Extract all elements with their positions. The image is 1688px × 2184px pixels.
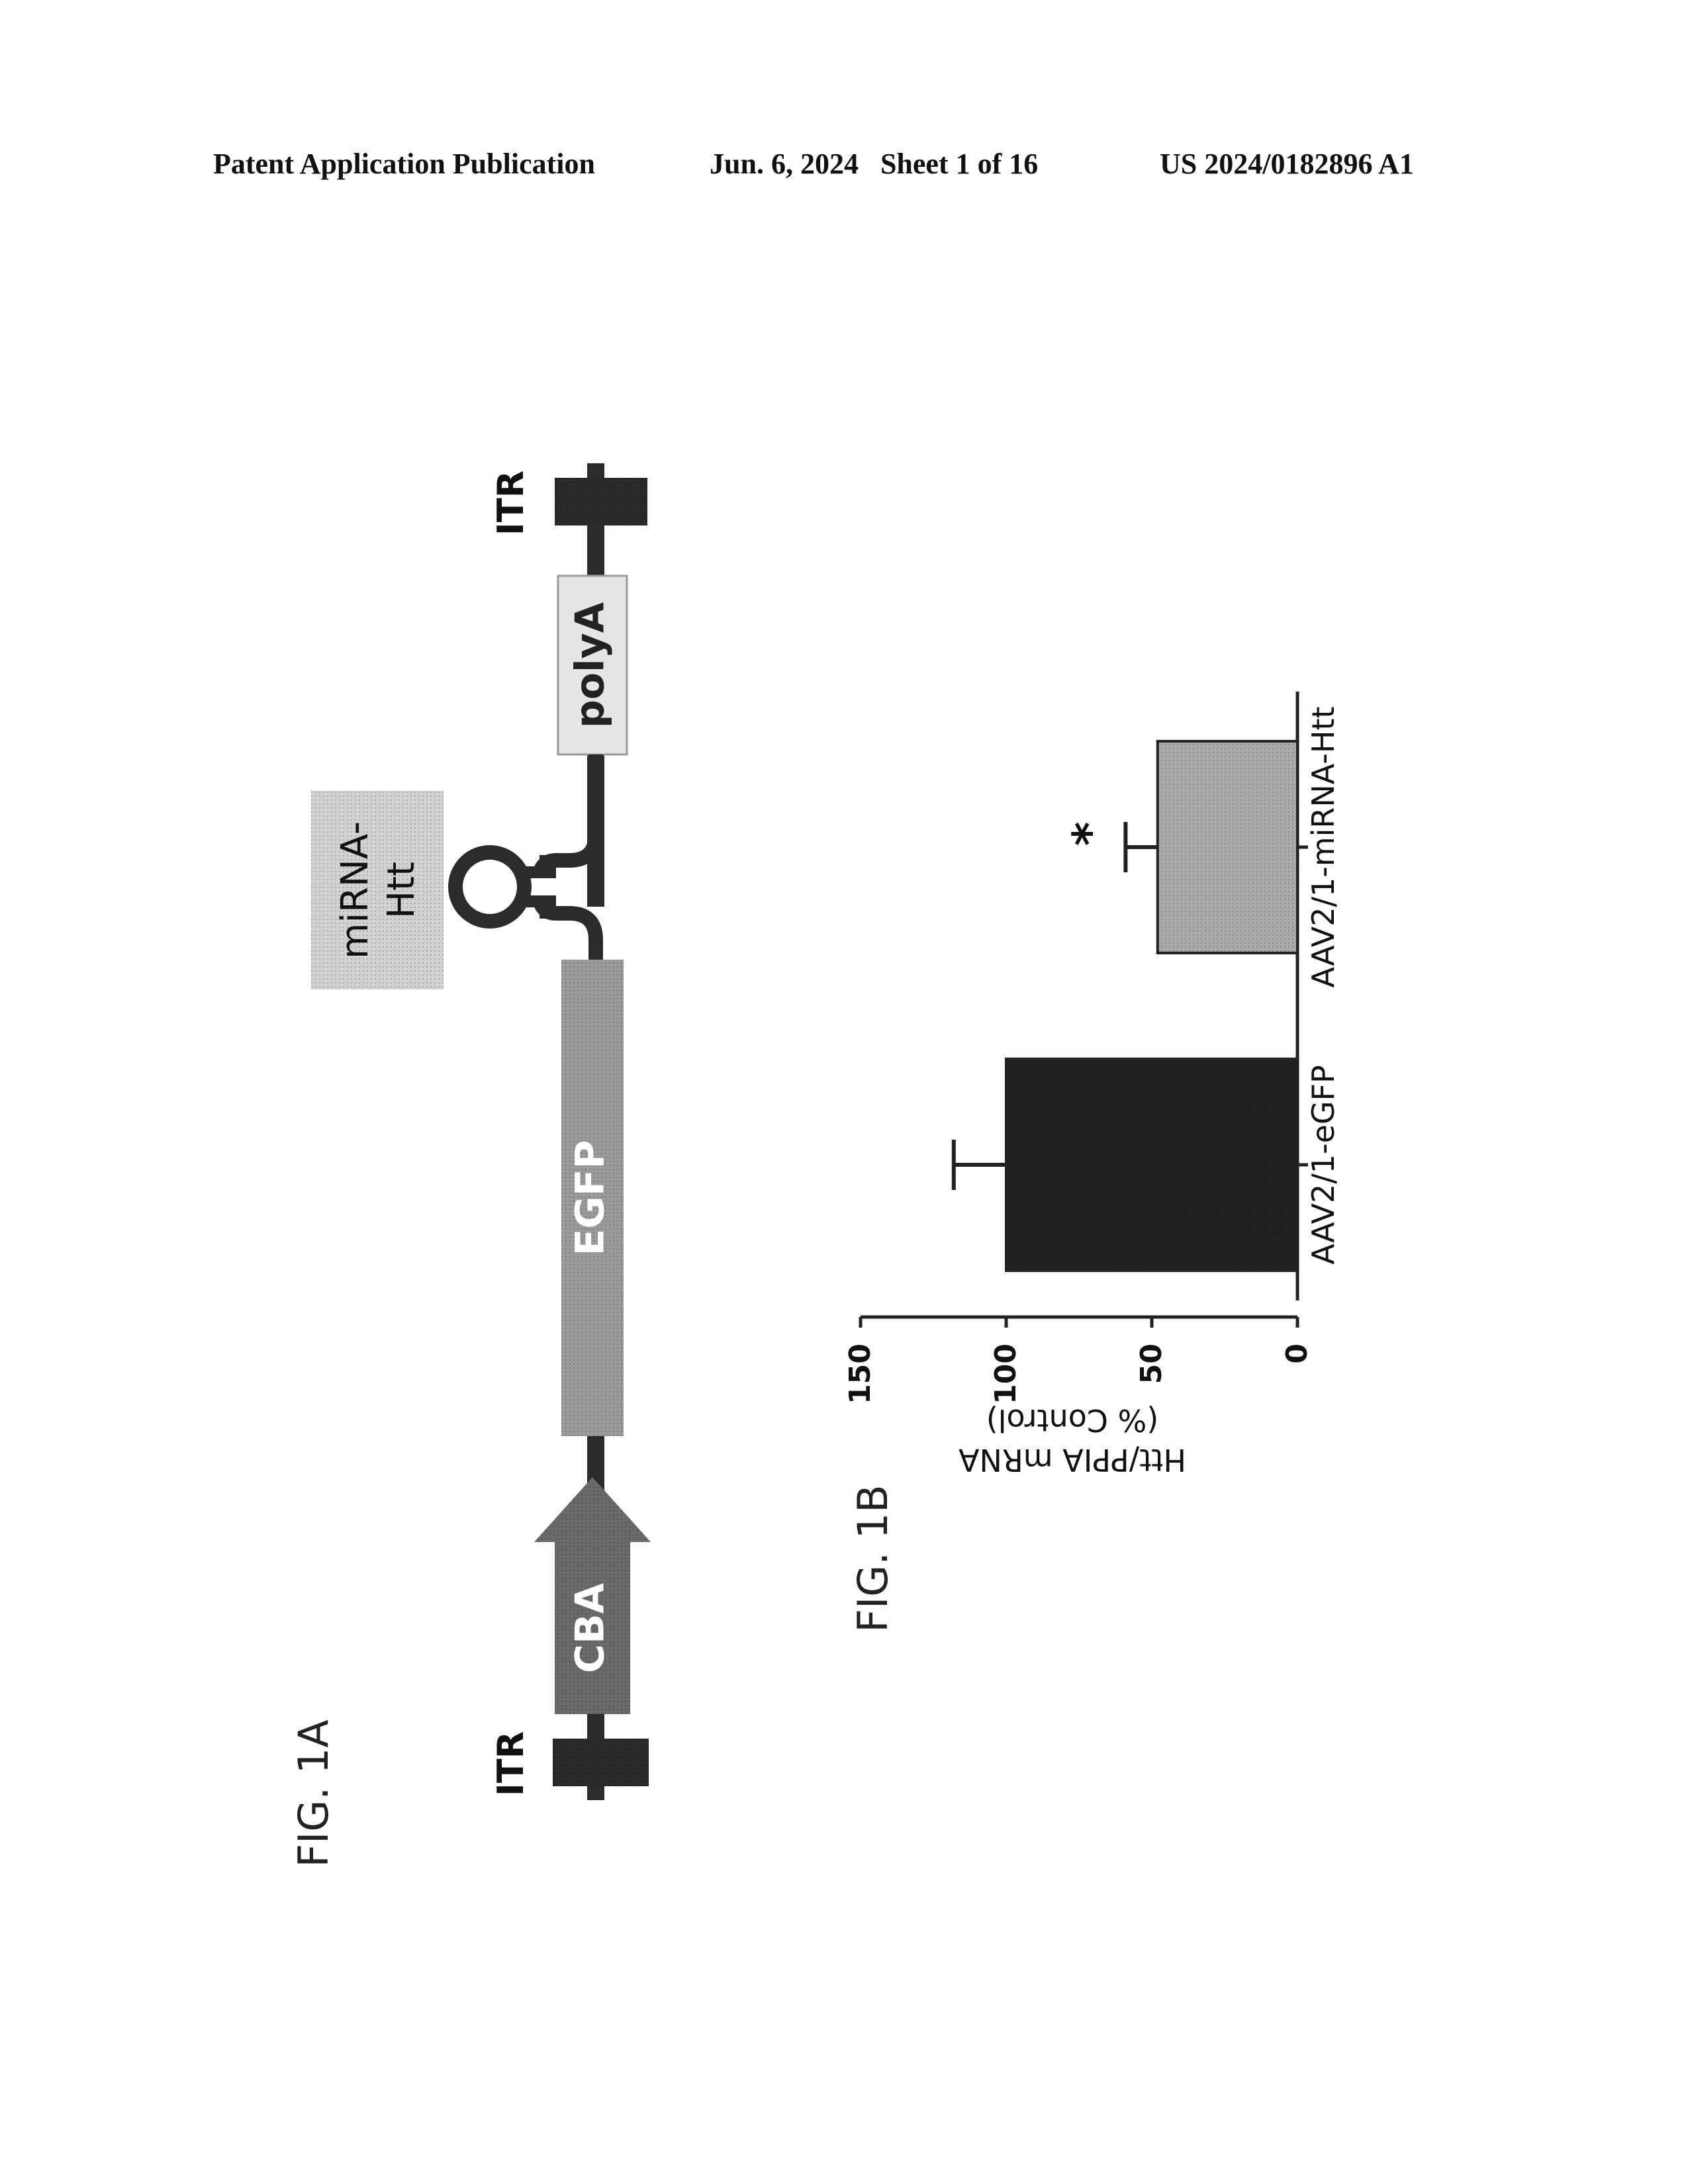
bar-aav2-1-mirna-htt-texture: [1158, 741, 1297, 953]
significance-star: *: [1062, 822, 1117, 846]
fig-1b-bar-chart: 0 50 100 150Htt/PPIA mRNA (% Control) AAV2/1-…: [843, 692, 1341, 1478]
value-axis-title-line2: (% Control): [986, 1402, 1159, 1438]
value-tick-label: 50: [1135, 1343, 1168, 1384]
itr-left-element: [553, 1739, 649, 1786]
mirna-htt-box: [311, 791, 444, 989]
value-tick-label: 150: [843, 1343, 877, 1404]
mirna-label-line1: miRNA-: [334, 821, 377, 959]
fig-1a-construct-diagram: ITR polyA miRNA- Htt EGFP: [289, 463, 651, 1868]
category-label: AAV2/1-eGFP: [1305, 1065, 1341, 1265]
value-axis-title-line1: Htt/PPIA mRNA: [959, 1442, 1186, 1478]
cba-label: CBA: [567, 1582, 614, 1673]
mirna-hairpin-loop: [455, 852, 524, 921]
category-label: AAV2/1-miRNA-Htt: [1305, 706, 1341, 987]
itr-right-label: ITR: [490, 471, 532, 536]
itr-right-element: [555, 478, 647, 525]
fig-1a-label: FIG. 1A: [289, 1719, 338, 1867]
polya-label: polyA: [567, 602, 614, 728]
mirna-label-line2: Htt: [380, 862, 423, 919]
fig-1b-label: FIG. 1B: [849, 1484, 897, 1632]
value-tick-label: 0: [1280, 1343, 1314, 1364]
itr-left-label: ITR: [490, 1731, 532, 1797]
egfp-label: EGFP: [567, 1140, 614, 1255]
bar-aav2-1-egfp-texture: [1006, 1059, 1297, 1271]
value-tick-label: 100: [989, 1343, 1023, 1404]
